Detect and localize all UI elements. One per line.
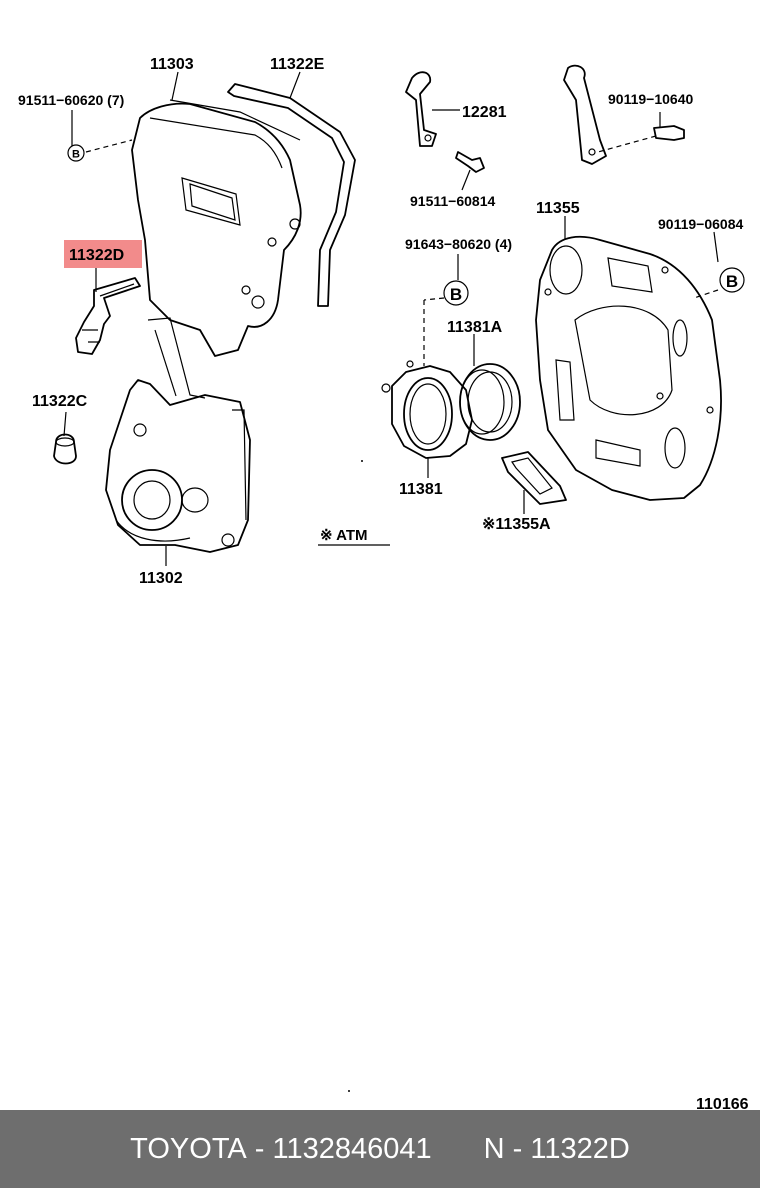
bracket-90119 [563,64,685,165]
label-11322e: 11322E [270,56,325,73]
gasket-11355a [501,451,567,505]
label-91511-60620: 91511−60620 (7) [18,92,124,108]
label-11322d: 11322D [69,247,124,264]
ref-b-circle-right: B [719,267,745,293]
cover-gasket-d [75,277,141,355]
svg-text:B: B [726,272,738,291]
plug-11322c [53,433,77,465]
label-11302: 11302 [139,570,183,587]
part-highlight [64,240,142,268]
label-90119-06084: 90119−06084 [658,216,743,232]
footer-n-code: 11322D [530,1132,630,1165]
footer-part-number: 1132846041 [272,1132,432,1165]
lower-timing-cover [105,317,251,553]
label-11322c: 11322C [32,393,88,410]
stray-dot [361,460,363,462]
oil-seal-11381a [459,363,521,441]
svg-text:B: B [450,285,462,304]
label-11381a: 11381A [447,319,503,336]
label-90119-10640: 90119−10640 [608,91,693,107]
footer-brand: TOYOTA [130,1132,247,1165]
upper-timing-cover [131,99,302,357]
end-plate-11355 [535,235,722,501]
label-atm-note: ※ ATM [320,527,368,544]
label-11355: 11355 [536,200,580,217]
part-info-footer: TOYOTA - 1132846041 N - 11322D [0,1110,760,1188]
stray-dot [348,1090,350,1092]
diagram-code: 110166 [696,1096,749,1110]
ref-b-circle-center: B [443,280,469,306]
ref-b-circle-left: B [67,144,85,162]
bracket-12281 [405,71,485,173]
seal-retainer-11381 [381,360,473,459]
svg-text:B: B [72,149,80,161]
label-12281: 12281 [462,104,507,121]
cover-gasket-e [227,83,356,307]
footer-separator: - [246,1132,273,1165]
footer-n-label: N [483,1132,505,1165]
label-91643-80620: 91643−80620 (4) [405,236,512,252]
leader-lines [63,71,719,566]
label-11355a: ※11355A [482,516,551,533]
label-11381: 11381 [399,481,443,498]
label-91511-60814: 91511−60814 [410,193,495,209]
parts-diagram: B B B 11303 11322E 91511−60620 (7) 12281… [18,56,749,1110]
label-11303: 11303 [150,56,194,73]
footer-n-separator: - [504,1132,531,1165]
